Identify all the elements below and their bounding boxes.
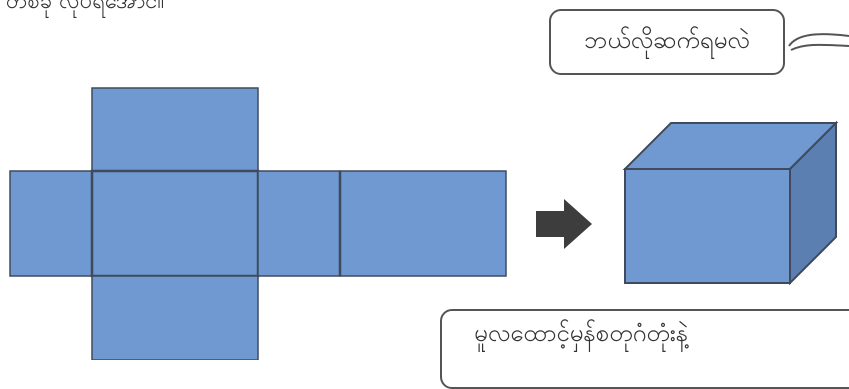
cube-3d [622, 120, 839, 286]
instruction-text: တစ်ခု လုပ်ရအောင်။ [6, 0, 165, 14]
speech-bubble: ဘယ်လိုဆက်ရမလဲ [549, 9, 785, 75]
net-face-far-right [339, 170, 507, 277]
net-face-top [91, 87, 259, 172]
right-arrow-icon [536, 199, 592, 249]
net-face-right [257, 170, 341, 277]
speech-bubble-text: ဘယ်လိုဆက်ရမလဲ [584, 26, 750, 54]
caption-text: မူလထောင့်မှန်စတုဂံတုံးနဲ့ [474, 319, 689, 347]
net-to-cube-diagram [9, 87, 839, 360]
net-face-bottom [91, 275, 259, 360]
caption-box: မူလထောင့်မှန်စတုဂံတုံးနဲ့ [440, 309, 849, 389]
net-face-center [90, 169, 260, 278]
thought-tail-icon [788, 33, 849, 51]
cube-front-face [624, 168, 791, 284]
net-face-left [9, 170, 93, 277]
cube-net [9, 87, 507, 360]
